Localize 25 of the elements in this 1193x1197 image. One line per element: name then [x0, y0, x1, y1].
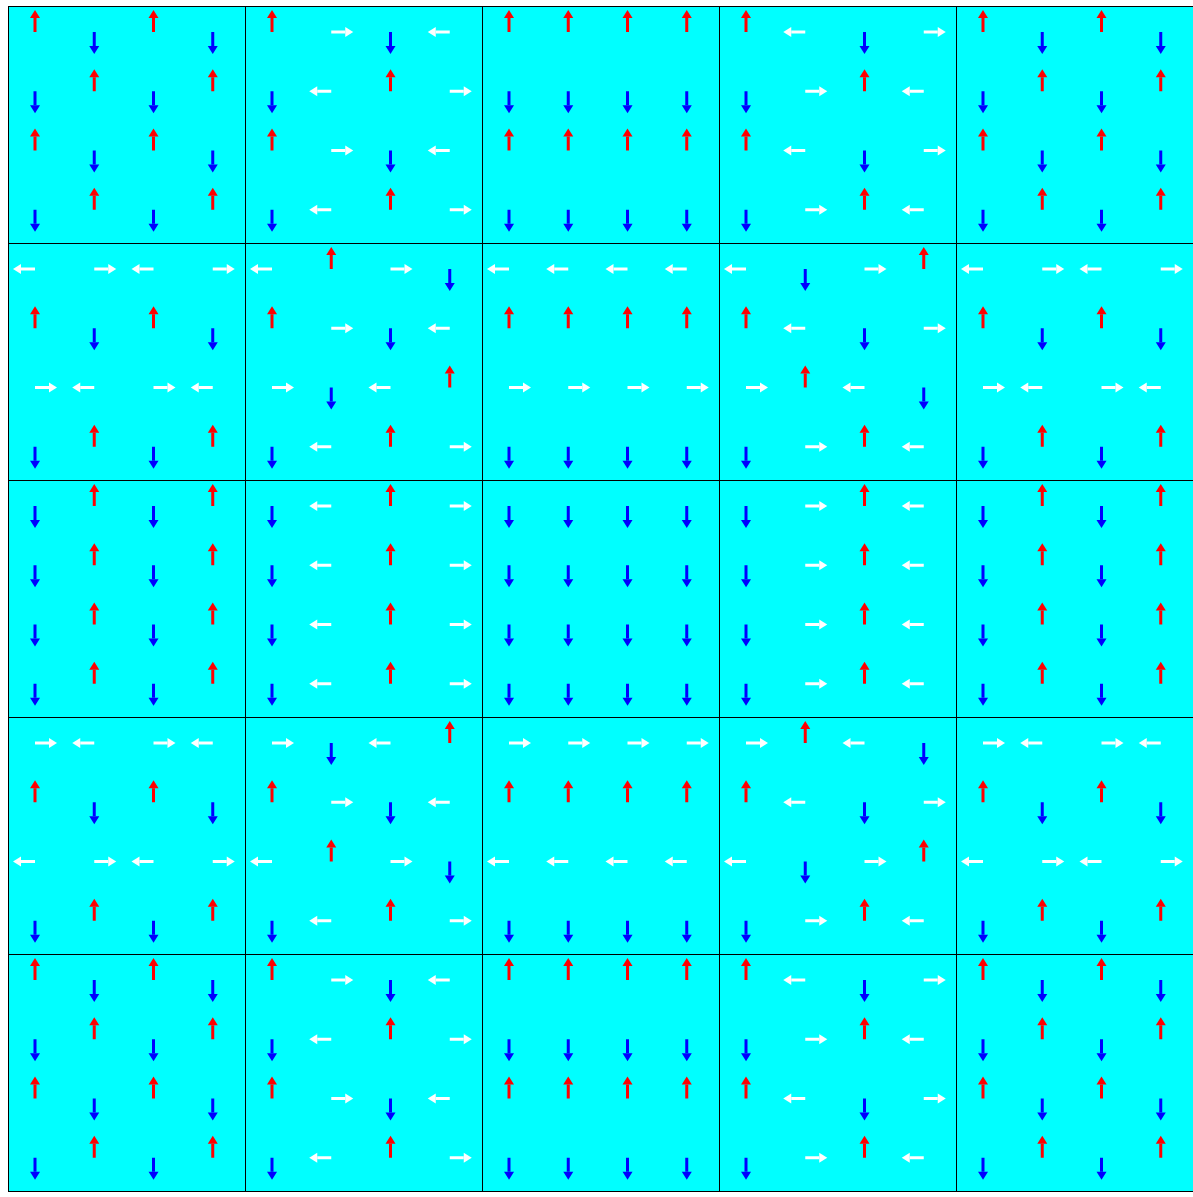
lattice-panel — [956, 6, 1193, 244]
lattice-panel — [245, 717, 483, 955]
lattice-panel — [8, 6, 246, 244]
lattice-panel — [8, 954, 246, 1192]
lattice-panel — [245, 6, 483, 244]
lattice-panel — [482, 954, 720, 1192]
lattice-panel — [956, 480, 1193, 718]
lattice-panel — [719, 480, 957, 718]
lattice-panel — [8, 717, 246, 955]
lattice-panel — [719, 717, 957, 955]
lattice-panel — [956, 243, 1193, 481]
lattice-panel — [8, 480, 246, 718]
lattice-panel — [482, 6, 720, 244]
lattice-panel — [719, 954, 957, 1192]
lattice-panel — [245, 954, 483, 1192]
lattice-panel — [482, 717, 720, 955]
lattice-panel — [719, 6, 957, 244]
lattice-panel — [245, 480, 483, 718]
lattice-panel — [719, 243, 957, 481]
lattice-panel — [956, 717, 1193, 955]
lattice-panel — [482, 480, 720, 718]
lattice-panel — [245, 243, 483, 481]
lattice-panel — [482, 243, 720, 481]
lattice-panel — [8, 243, 246, 481]
lattice-panel — [956, 954, 1193, 1192]
